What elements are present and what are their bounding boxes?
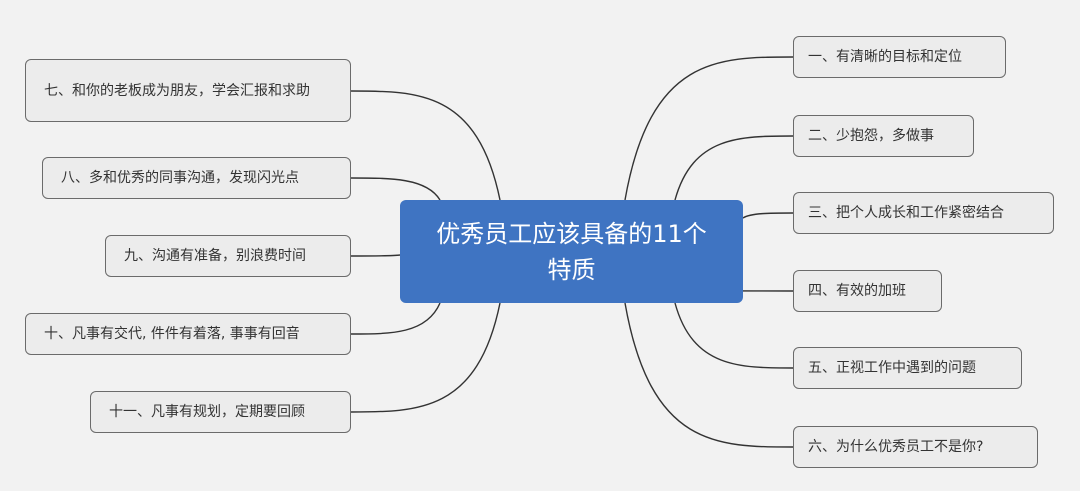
- connector-7: [350, 90, 501, 201]
- branch-label-11: 十一、凡事有规划，定期要回顾: [109, 404, 305, 420]
- branch-node-5[interactable]: 五、正视工作中遇到的问题: [793, 347, 1022, 389]
- branch-label-5: 五、正视工作中遇到的问题: [808, 360, 976, 376]
- central-topic[interactable]: 优秀员工应该具备的11个特质: [400, 200, 743, 303]
- connector-1: [624, 56, 794, 201]
- connector-9: [350, 254, 401, 257]
- connector-3: [742, 212, 794, 219]
- branch-node-11[interactable]: 十一、凡事有规划，定期要回顾: [90, 391, 351, 433]
- central-topic-label: 优秀员工应该具备的11个特质: [436, 219, 707, 284]
- branch-label-2: 二、少抱怨，多做事: [808, 128, 934, 144]
- branch-node-4[interactable]: 四、有效的加班: [793, 270, 942, 312]
- branch-label-7: 七、和你的老板成为朋友，学会汇报和求助: [44, 82, 310, 99]
- branch-label-10: 十、凡事有交代, 件件有着落, 事事有回音: [44, 326, 300, 342]
- branch-label-9: 九、沟通有准备，别浪费时间: [124, 248, 306, 264]
- branch-node-6[interactable]: 六、为什么优秀员工不是你?: [793, 426, 1038, 468]
- branch-node-10[interactable]: 十、凡事有交代, 件件有着落, 事事有回音: [25, 313, 351, 355]
- branch-node-3[interactable]: 三、把个人成长和工作紧密结合: [793, 192, 1054, 234]
- branch-label-1: 一、有清晰的目标和定位: [808, 49, 962, 65]
- connector-6: [624, 302, 794, 448]
- branch-label-4: 四、有效的加班: [808, 283, 906, 299]
- branch-node-2[interactable]: 二、少抱怨，多做事: [793, 115, 974, 157]
- connector-5: [674, 302, 794, 369]
- connector-8: [350, 177, 441, 201]
- branch-label-6: 六、为什么优秀员工不是你?: [808, 439, 984, 455]
- branch-node-1[interactable]: 一、有清晰的目标和定位: [793, 36, 1006, 78]
- branch-node-8[interactable]: 八、多和优秀的同事沟通，发现闪光点: [42, 157, 351, 199]
- connector-2: [674, 135, 794, 201]
- connector-10: [350, 302, 441, 335]
- branch-label-3: 三、把个人成长和工作紧密结合: [808, 205, 1004, 221]
- branch-label-8: 八、多和优秀的同事沟通，发现闪光点: [61, 170, 299, 186]
- branch-node-7[interactable]: 七、和你的老板成为朋友，学会汇报和求助: [25, 59, 351, 122]
- branch-node-9[interactable]: 九、沟通有准备，别浪费时间: [105, 235, 351, 277]
- connector-11: [350, 302, 501, 413]
